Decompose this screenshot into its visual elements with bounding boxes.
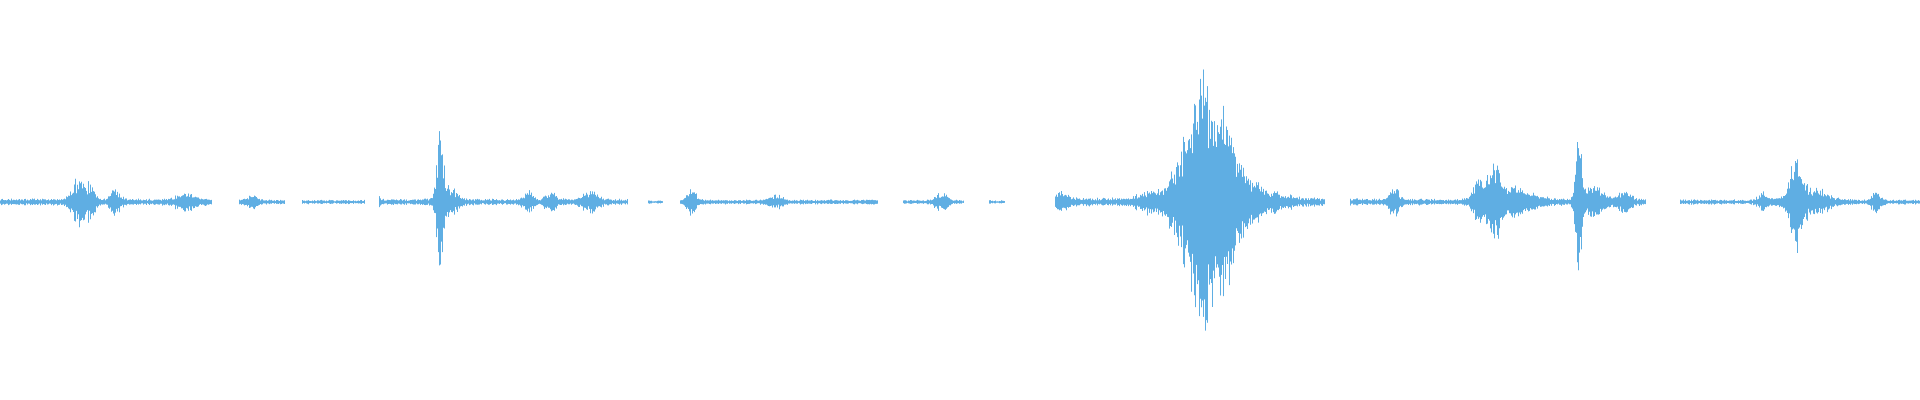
waveform-bars [0, 69, 1920, 331]
